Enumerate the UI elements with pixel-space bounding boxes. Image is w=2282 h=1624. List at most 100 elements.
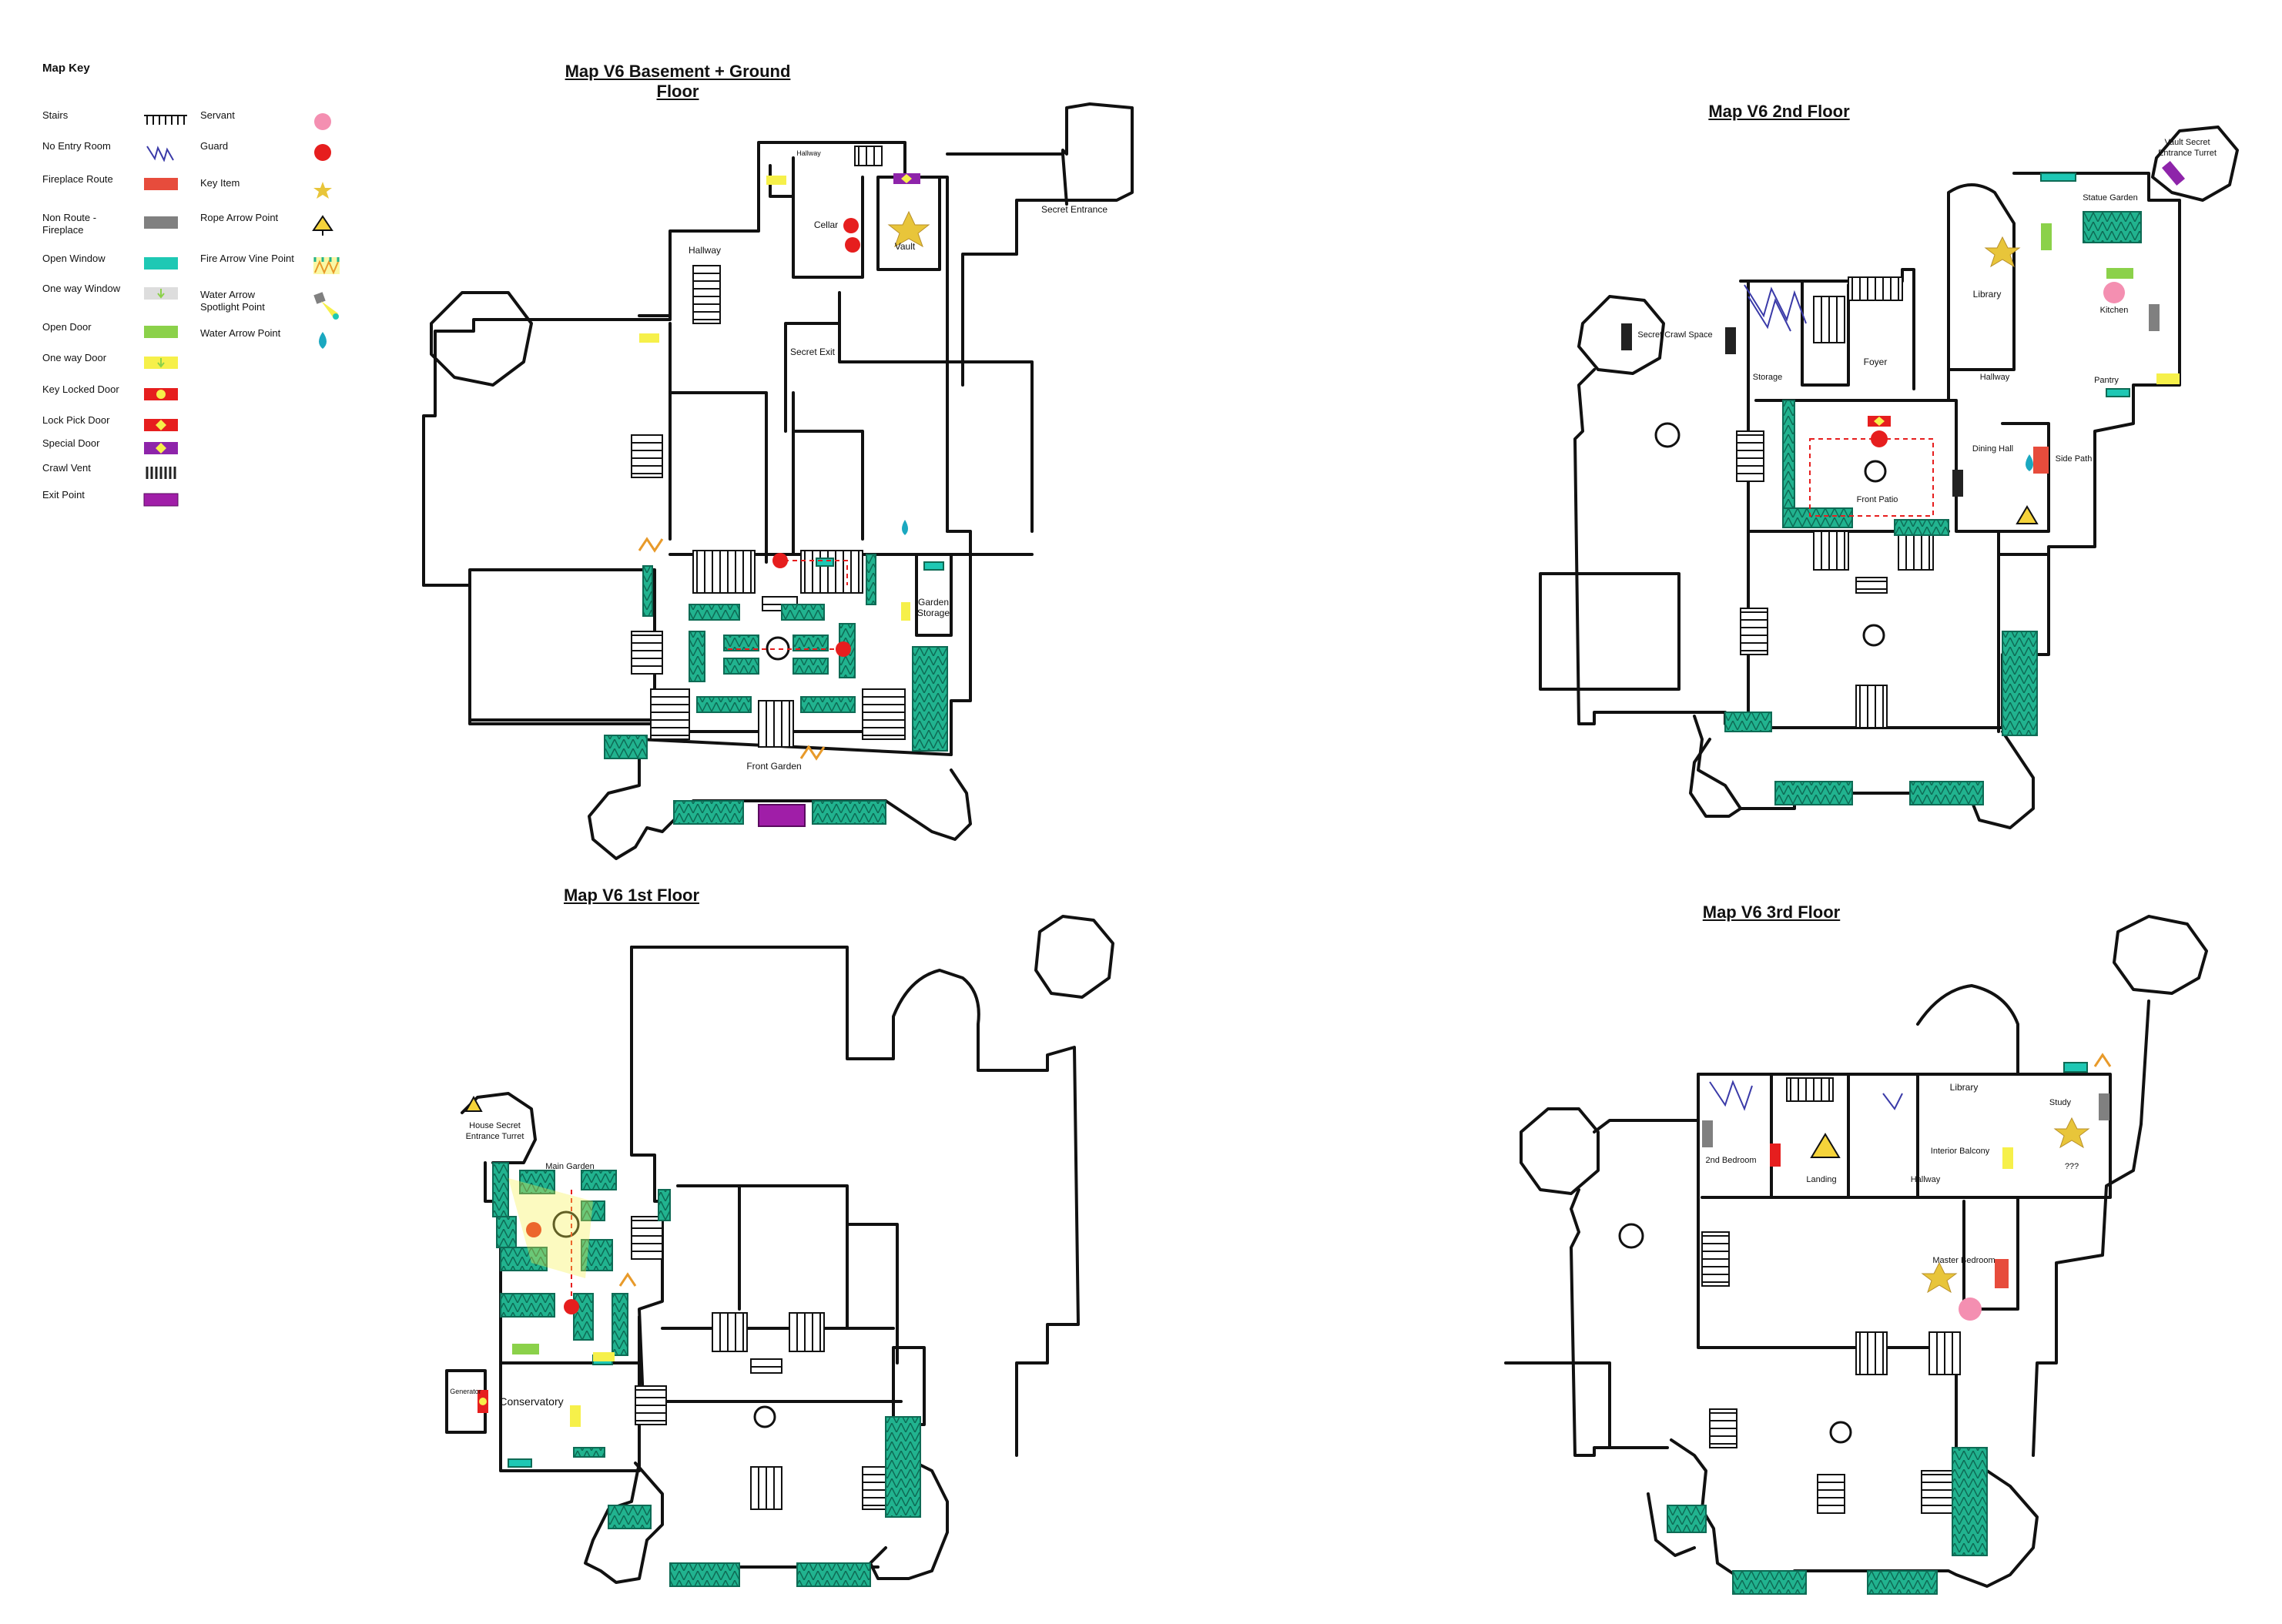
basement-floor-plan (422, 102, 1134, 860)
scribble-icon (142, 143, 178, 162)
dot-icon (312, 143, 335, 163)
room-label-library-3rd: Library (1949, 1082, 1979, 1093)
legend-item: No Entry Room (42, 140, 204, 168)
legend-item: Exit Point (42, 489, 204, 517)
room-label-generator: Generator (450, 1388, 481, 1395)
legend-item: Guard (200, 140, 362, 168)
room-label-storage: Storage (1752, 373, 1783, 382)
legend-label: Open Door (42, 321, 92, 333)
rect-icon (142, 324, 178, 340)
spotlight-icon (312, 292, 339, 320)
legend-item: Fireplace Route (42, 173, 204, 201)
room-label-foyer: Foyer (1863, 357, 1888, 367)
legend-item: Water Arrow Spotlight Point (200, 289, 362, 320)
room-label-statue-garden: Statue Garden (2083, 193, 2138, 203)
triangle-icon (312, 215, 335, 236)
room-label-hallway-3rd: Hallway (1910, 1175, 1941, 1184)
room-label-secret-crawl-space: Secret Crawl Space (1637, 330, 1713, 340)
star-icon (312, 180, 335, 200)
floor-title-1st: Map V6 1st Floor (563, 886, 700, 905)
rect-icon (142, 215, 178, 230)
legend-item: One way Window (42, 283, 204, 310)
room-label-2nd-bedroom: 2nd Bedroom (1705, 1156, 1757, 1165)
legend-item: Open Window (42, 253, 204, 280)
legend-item: Servant (200, 109, 362, 137)
legend-item: Non Route - Fireplace (42, 212, 204, 239)
floor-title-2nd: Map V6 2nd Floor (1708, 102, 1850, 121)
vine-icon (312, 256, 340, 276)
room-label-hallway-2nd: Hallway (1979, 373, 2010, 382)
vent-icon (142, 465, 178, 481)
legend-label: Key Locked Door (42, 383, 119, 395)
room-label-cellar: Cellar (813, 219, 839, 230)
legend-item: Open Door (42, 321, 204, 349)
room-label-vault: Vault (894, 241, 916, 252)
legend-label: Exit Point (42, 489, 85, 501)
room-label-secret-entrance: Secret Entrance (1040, 204, 1108, 215)
legend-item: Key Locked Door (42, 383, 204, 411)
room-label-conservatory: Conservatory (499, 1395, 564, 1408)
room-label-front-garden: Front Garden (746, 761, 802, 772)
third-floor-plan (1504, 915, 2208, 1588)
legend-label: Fireplace Route (42, 173, 113, 185)
lockpick-door-icon (142, 417, 178, 433)
legend-label: Water Arrow Spotlight Point (200, 289, 265, 313)
room-label-secret-exit: Secret Exit (789, 347, 836, 357)
legend-item: Crawl Vent (42, 462, 204, 490)
stairs-icon (142, 112, 187, 128)
key-door-icon (142, 387, 178, 402)
special-door-icon (142, 440, 178, 456)
room-label-garden-storage: Garden Storage (916, 597, 950, 618)
rect-icon (142, 256, 178, 271)
legend-label: Open Window (42, 253, 106, 264)
arrow-window-icon (142, 286, 178, 301)
room-label-house-secret-turret: House Secret Entrance Turret (465, 1121, 524, 1141)
legend-item: Key Item (200, 177, 362, 205)
room-label-side-path: Side Path (2055, 454, 2093, 464)
floor-title-basement: Map V6 Basement + Ground Floor (565, 62, 791, 101)
room-label-hallway: Hallway (688, 245, 721, 256)
legend-item: Special Door (42, 437, 204, 465)
arrow-door-icon (142, 355, 178, 370)
room-label-vault-turret: Vault Secret Entrance Turret (2158, 138, 2217, 158)
legend-item: One way Door (42, 352, 204, 380)
legend-label: Key Item (200, 177, 240, 189)
room-label-interior-balcony: Interior Balcony (1930, 1147, 1990, 1156)
room-label-study: Study (2049, 1098, 2072, 1107)
room-label-library: Library (1972, 289, 2002, 300)
legend-label: Non Route - Fireplace (42, 212, 97, 236)
rect-icon (142, 492, 179, 507)
room-label-dining-hall: Dining Hall (1972, 444, 2014, 454)
legend-label: No Entry Room (42, 140, 111, 152)
room-label-front-patio: Front Patio (1856, 495, 1898, 504)
floor-title-3rd: Map V6 3rd Floor (1702, 902, 1841, 922)
legend-item: Rope Arrow Point (200, 212, 362, 239)
legend-label: Water Arrow Point (200, 327, 281, 339)
map-key-title: Map Key (42, 62, 90, 75)
legend-label: Fire Arrow Vine Point (200, 253, 294, 264)
room-label-hallway-top: Hallway (796, 149, 821, 157)
legend-label: Special Door (42, 437, 100, 449)
legend-label: Rope Arrow Point (200, 212, 279, 223)
room-label-main-garden: Main Garden (545, 1162, 595, 1171)
legend-label: Guard (200, 140, 229, 152)
room-label-master-bedroom: Master Bedroom (1932, 1256, 1995, 1265)
legend-label: One way Window (42, 283, 121, 294)
legend-label: One way Door (42, 352, 107, 363)
legend-label: Stairs (42, 109, 69, 121)
legend-label: Crawl Vent (42, 462, 91, 474)
legend-item: Fire Arrow Vine Point (200, 253, 362, 280)
legend-label: Lock Pick Door (42, 414, 110, 426)
dot-icon (312, 112, 335, 132)
legend-label: Servant (200, 109, 235, 121)
rect-icon (142, 176, 178, 192)
room-label-kitchen: Kitchen (2099, 306, 2129, 315)
legend-item: Water Arrow Point (200, 327, 362, 355)
room-label-unknown: ??? (2064, 1162, 2079, 1171)
room-label-landing: Landing (1806, 1175, 1837, 1184)
legend-item: Lock Pick Door (42, 414, 204, 442)
legend-item: Stairs (42, 109, 204, 137)
room-label-pantry: Pantry (2094, 376, 2119, 385)
